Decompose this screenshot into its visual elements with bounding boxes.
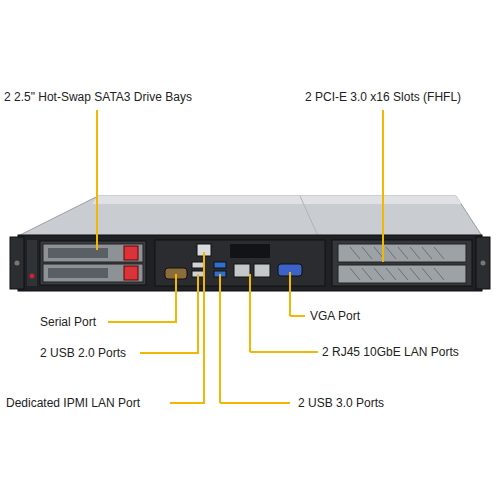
callout-label: Dedicated IPMI LAN Port — [6, 396, 140, 410]
leader-line — [219, 274, 221, 403]
leader-line — [249, 274, 251, 352]
tray-latch — [124, 266, 138, 280]
drive-tray — [43, 264, 143, 282]
rack-ear — [476, 237, 490, 289]
leader-line — [290, 315, 305, 317]
callout-label: 2 USB 2.0 Ports — [40, 346, 126, 360]
tray-latch — [124, 246, 138, 260]
rack-ear — [10, 237, 24, 289]
callout-label: 2 PCI-E 3.0 x16 Slots (FHFL) — [305, 90, 461, 104]
pcie-area — [332, 240, 472, 286]
lan-jack — [254, 264, 270, 277]
power-button — [30, 274, 35, 279]
tray-grille — [48, 268, 108, 278]
bracket-mesh — [350, 247, 444, 280]
callout-label: Serial Port — [40, 315, 96, 329]
callout-label: VGA Port — [310, 309, 360, 323]
callout-label: 2 USB 3.0 Ports — [298, 396, 384, 410]
rack-screw — [15, 261, 20, 266]
leader-line — [289, 272, 291, 316]
rack-screw — [481, 261, 486, 266]
leader-lines — [97, 110, 383, 403]
leader-line — [140, 274, 198, 353]
vent — [230, 244, 270, 258]
tray-grille — [48, 248, 108, 258]
callout-label: 2 RJ45 10GbE LAN Ports — [322, 345, 459, 359]
leader-line — [170, 252, 204, 403]
chassis-lid — [18, 196, 482, 236]
drive-cage — [40, 241, 146, 285]
lid-highlight — [92, 196, 462, 204]
io-shield — [155, 240, 325, 286]
leader-line — [220, 402, 290, 404]
pcie-bracket — [338, 265, 466, 283]
callout-label: 2 2.5" Hot-Swap SATA3 Drive Bays — [4, 90, 192, 104]
control-strip — [27, 240, 37, 286]
leader-line — [250, 351, 318, 353]
lid-seam — [300, 196, 318, 236]
pcie-bracket — [338, 244, 466, 262]
usb2-port — [192, 262, 204, 268]
leader-line — [382, 110, 384, 262]
usb3-port — [214, 262, 226, 268]
lan-jack — [234, 264, 250, 277]
leader-line — [96, 110, 98, 250]
leader-line — [108, 274, 176, 322]
drive-tray — [43, 244, 143, 262]
